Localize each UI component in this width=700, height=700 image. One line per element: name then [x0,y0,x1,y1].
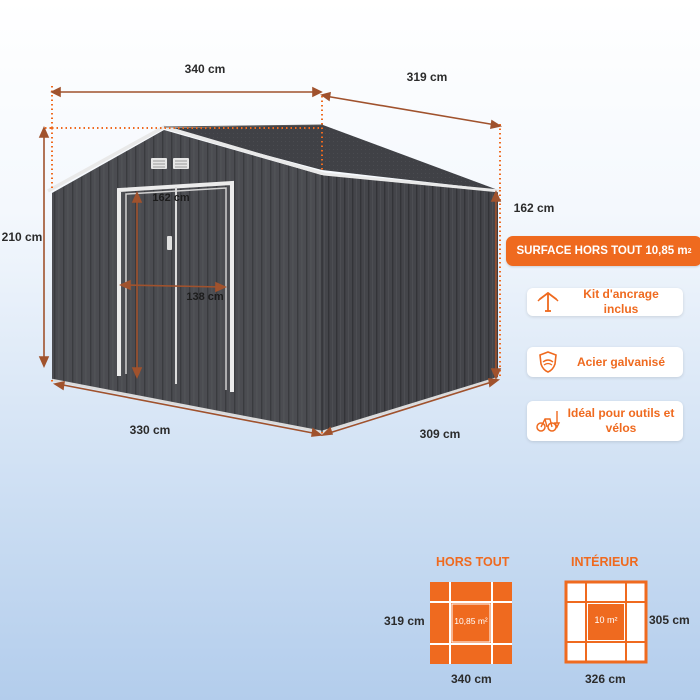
feature-galvanized-steel: Acier galvanisé [527,347,683,377]
surface-badge-superscript: 2 [687,247,692,255]
shield-icon [539,351,557,373]
vent-icon [151,158,189,169]
interior-floor-plan [564,580,648,664]
exterior-width-label: 340 cm [451,672,492,686]
surface-badge-text: SURFACE HORS TOUT 10,85 m [516,245,688,257]
exterior-depth-label: 319 cm [384,614,425,628]
door-height-label: 162 cm [152,192,190,204]
base-trim-side [321,376,499,434]
feature-anchor-kit: Kit d'ancrage inclus [527,287,683,316]
base-width-label: 330 cm [129,423,171,437]
front-width-label: 340 cm [184,62,226,76]
feature-anchor-kit-label: Kit d'ancrage inclus [583,287,659,316]
side-depth-label: 319 cm [406,70,448,84]
bike-tools-icon [536,411,561,432]
roof [164,125,498,190]
feature-tools-bikes: Idéal pour outils et vélos [527,401,683,441]
anchor-kit-icon [537,292,559,312]
side-wall-height-label: 162 cm [513,201,555,215]
eave-trim [323,172,501,193]
exterior-area-label: 10,85 m² [454,616,488,626]
exterior-plan-title: HORS TOUT [436,555,510,569]
door-width-label: 138 cm [186,291,224,303]
interior-depth-label: 305 cm [649,613,690,627]
interior-plan-title: INTÉRIEUR [571,555,639,569]
base-depth-label: 309 cm [419,427,461,441]
total-height-label: 210 cm [1,230,43,244]
exterior-floor-plan [430,582,512,664]
double-door [117,180,234,392]
dimension-arrows [38,86,503,437]
dimension-lines [45,86,501,436]
interior-width-label: 326 cm [585,672,626,686]
side-wall [322,175,498,432]
base-trim-front [51,378,323,434]
feature-tools-bikes-label: Idéal pour outils et vélos [567,406,675,435]
ridge-line [163,124,324,128]
interior-area-label: 10 m² [594,615,618,625]
feature-galvanized-steel-label: Acier galvanisé [576,354,666,369]
